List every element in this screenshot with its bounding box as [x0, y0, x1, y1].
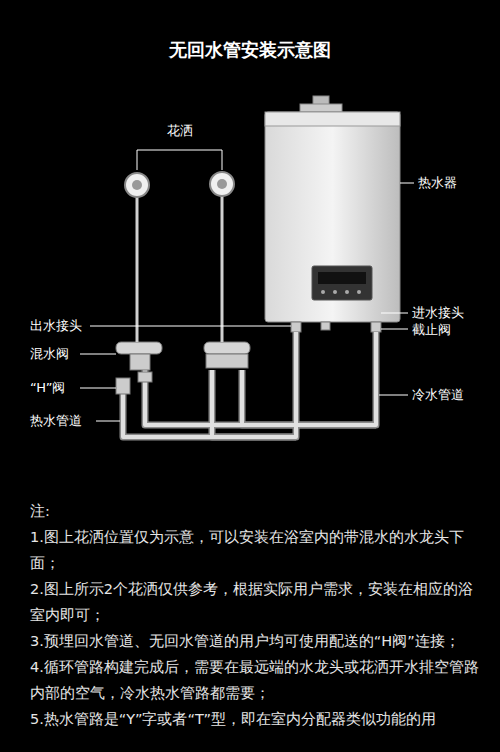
- note-text: 3.预埋回水管道、无回水管道的用户均可使用配送的“H阀”连接；: [30, 628, 480, 654]
- note-heading: 注:: [30, 498, 50, 524]
- part-label: 截止阀: [412, 321, 451, 339]
- part-label: 花洒: [167, 122, 193, 140]
- part-label: 进水接头: [412, 304, 464, 322]
- part-label: 热水管道: [30, 412, 82, 430]
- note-text: 2.图上所示2个花洒仅供参考，根据实际用户需求，安装在相应的浴室内即可；: [30, 576, 480, 628]
- note-text: 1.图上花洒位置仅为示意，可以安装在浴室内的带混水的水龙头下面；: [30, 524, 480, 576]
- part-label: 出水接头: [30, 317, 82, 335]
- part-label: 冷水管道: [412, 386, 464, 404]
- part-label: 热水器: [418, 174, 457, 192]
- note-text: 4.循环管路构建完成后，需要在最远端的水龙头或花洒开水排空管路内部的空气，冷水热…: [30, 654, 480, 706]
- part-label: 混水阀: [30, 345, 69, 363]
- part-label: “H”阀: [30, 379, 65, 397]
- note-text: 5.热水管路是“Y”字或者“T”型，即在室内分配器类似功能的用: [30, 706, 480, 732]
- diagram-title: 无回水管安装示意图: [0, 38, 500, 62]
